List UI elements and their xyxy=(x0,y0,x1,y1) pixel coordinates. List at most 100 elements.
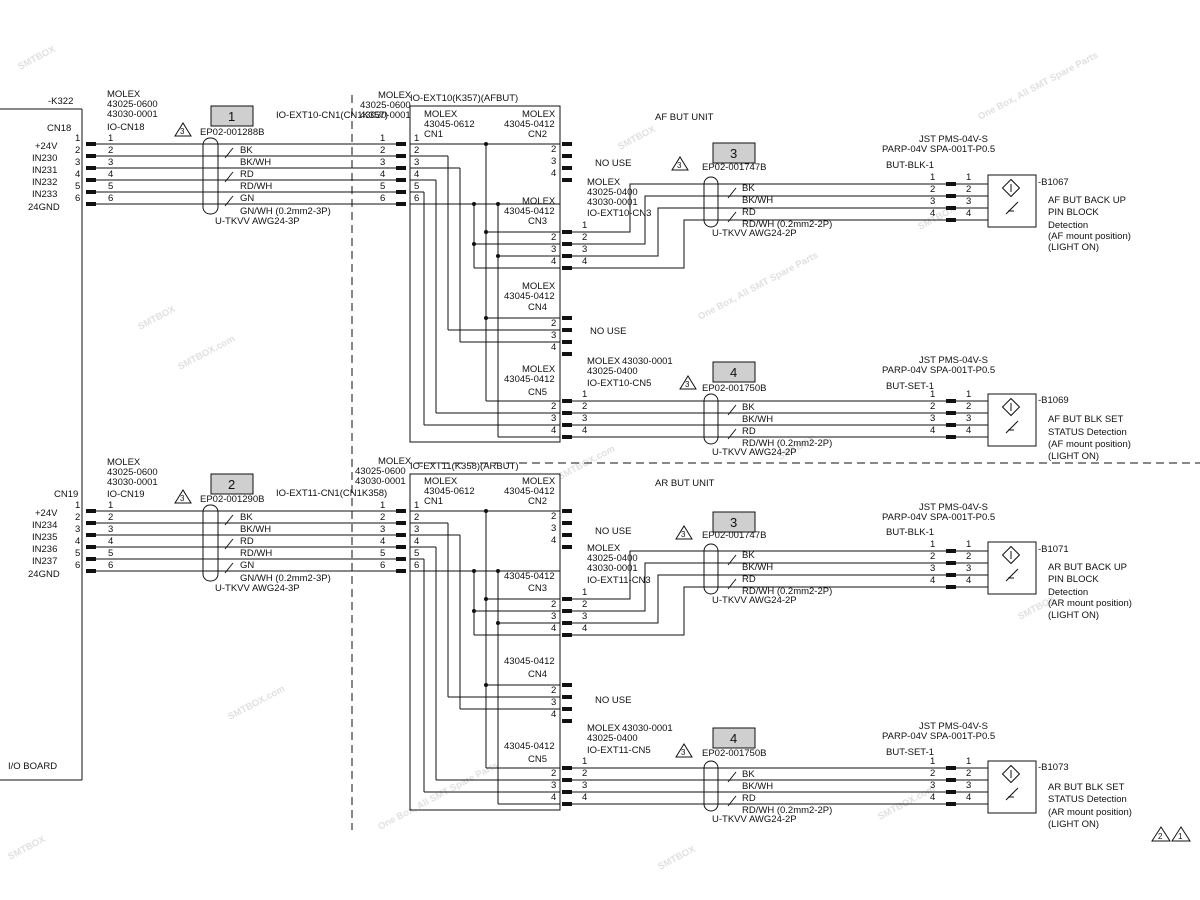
harness-1-src-part1: 43025-0600 xyxy=(107,99,158,110)
wire-color: GN xyxy=(240,560,254,571)
branch-wires xyxy=(572,400,946,440)
cable-shield-oval xyxy=(703,760,719,812)
branch-tag: 3 xyxy=(730,146,737,161)
watermark-slogan: One Box, All SMT Spare Parts xyxy=(696,250,820,323)
rev-triangle-icon xyxy=(679,375,697,390)
wire-color: BK xyxy=(742,402,755,413)
ext-1-cn1-mfr: MOLEX xyxy=(424,109,458,120)
branch-rev-mark: 3 xyxy=(681,748,686,757)
svg-text:1: 1 xyxy=(380,133,385,144)
ext-1-cn3-part: 43045-0412 xyxy=(504,206,555,217)
photo-sensor-icon xyxy=(1001,764,1021,801)
sensor-desc: Detection xyxy=(1048,587,1088,598)
wire-color: RD xyxy=(742,426,756,437)
svg-text:5: 5 xyxy=(414,548,419,559)
sensor-desc: (LIGHT ON) xyxy=(1048,242,1099,253)
svg-text:5: 5 xyxy=(75,548,80,559)
board-conn-cn19: CN19 xyxy=(54,489,78,500)
watermark-brand: SMTBOX xyxy=(136,304,178,333)
signal-label: +24V xyxy=(35,508,58,519)
svg-text:2: 2 xyxy=(551,401,556,412)
branch-src-mfr: MOLEX xyxy=(587,543,621,554)
ext-1-cn4-mfr: MOLEX xyxy=(522,281,556,292)
wire-color: BK xyxy=(742,183,755,194)
svg-text:3: 3 xyxy=(380,157,385,168)
svg-text:2: 2 xyxy=(551,511,556,522)
rev-triangle-icon xyxy=(174,122,192,137)
ext-1-cn4-label: CN4 xyxy=(528,302,547,313)
ext-2-internal-wires xyxy=(410,509,560,805)
ext-2-right-pins xyxy=(562,509,572,806)
wire-color: GN/WH (0.2mm2-3P) xyxy=(240,573,331,584)
signal-label: IN237 xyxy=(32,556,57,567)
svg-text:4: 4 xyxy=(75,169,80,180)
branch-part: EP02-001750B xyxy=(702,383,766,394)
sensor-pins xyxy=(946,549,988,589)
harness-1-group: MOLEX 43025-0600 43030-0001 IO-CN18 CN18… xyxy=(28,89,406,227)
svg-text:1: 1 xyxy=(582,220,587,231)
branch-sensor-block: BUT-BLK-1 xyxy=(886,527,934,538)
watermark-domain: SMTBOX.com xyxy=(176,333,237,372)
wire-color: GN/WH (0.2mm2-3P) xyxy=(240,206,331,217)
harness-2-wires xyxy=(96,510,396,574)
svg-text:3: 3 xyxy=(380,524,385,535)
svg-text:2: 2 xyxy=(966,768,971,779)
svg-text:4: 4 xyxy=(966,575,971,586)
branch-cable: U-TKVV AWG24-2P xyxy=(712,447,797,458)
branch-wires xyxy=(572,183,946,269)
sensor-desc: PIN BLOCK xyxy=(1048,574,1099,585)
harness-1-cable: U-TKVV AWG24-3P xyxy=(215,216,300,227)
wire-color: GN xyxy=(240,193,254,204)
svg-text:3: 3 xyxy=(582,244,587,255)
svg-text:3: 3 xyxy=(930,563,935,574)
svg-text:4: 4 xyxy=(930,792,935,803)
sensor-desc: (LIGHT ON) xyxy=(1048,819,1099,830)
ext-2-title: IO-EXT11(K358)(ARBUT) xyxy=(410,461,519,472)
svg-text:4: 4 xyxy=(380,536,385,547)
sensor-ref: -B1069 xyxy=(1038,395,1069,406)
ext-1-internal-wires xyxy=(410,142,560,438)
svg-text:3: 3 xyxy=(551,330,556,341)
ext-board-2: MOLEX 43025-0600 43030-0001 IO-EXT11(K35… xyxy=(355,456,572,811)
branch-sensor-conn-mfr: JST PMS-04V-S xyxy=(919,355,988,366)
ext-2-cn3-part: 43045-0412 xyxy=(504,571,555,582)
ext-2-cn1-mfr: MOLEX xyxy=(424,476,458,487)
branch-cable: U-TKVV AWG24-2P xyxy=(712,595,797,606)
svg-text:1: 1 xyxy=(75,500,80,511)
sensor-desc: (AF mount position) xyxy=(1048,231,1131,242)
branch-cable-note: RD/WH (0.2mm2-2P) xyxy=(742,438,832,449)
wire-color: RD/WH xyxy=(240,181,272,192)
svg-text:4: 4 xyxy=(551,425,556,436)
ext-2-cn4-label: CN4 xyxy=(528,669,547,680)
svg-text:1: 1 xyxy=(582,389,587,400)
svg-text:1: 1 xyxy=(108,133,113,144)
harness-1-part: EP02-001288B xyxy=(200,127,264,138)
svg-text:1: 1 xyxy=(582,756,587,767)
branch-src-part1: 43030-0001 xyxy=(622,723,673,734)
branch-tag: 4 xyxy=(730,365,737,380)
svg-text:3: 3 xyxy=(966,780,971,791)
svg-text:1: 1 xyxy=(380,500,385,511)
watermark-brand: SMTBOX xyxy=(6,834,48,863)
branch-tag: 4 xyxy=(730,731,737,746)
wire-color: BK xyxy=(742,769,755,780)
ext-2-cn1-part: 43045-0612 xyxy=(424,486,475,497)
svg-text:2: 2 xyxy=(930,401,935,412)
ext-2-part-top1: 43025-0600 xyxy=(355,466,406,477)
svg-text:2: 2 xyxy=(930,768,935,779)
svg-text:1: 1 xyxy=(966,172,971,183)
svg-text:4: 4 xyxy=(966,792,971,803)
branch-rev-mark: 3 xyxy=(681,530,686,539)
wire-color: BK/WH xyxy=(240,524,271,535)
photo-sensor-icon xyxy=(1001,545,1021,582)
svg-text:3: 3 xyxy=(930,780,935,791)
sensor-branch-b1067: 3 3 EP02-001747B MOLEX 43025-0400 43030-… xyxy=(572,134,1131,269)
branch-sensor-block: BUT-BLK-1 xyxy=(886,160,934,171)
connector-pins xyxy=(86,142,406,206)
harness-1-rev-mark: 3 xyxy=(180,127,185,136)
svg-text:1: 1 xyxy=(75,133,80,144)
svg-text:1: 1 xyxy=(930,756,935,767)
harness-2-part: EP02-001290B xyxy=(200,494,264,505)
svg-text:3: 3 xyxy=(551,156,556,167)
